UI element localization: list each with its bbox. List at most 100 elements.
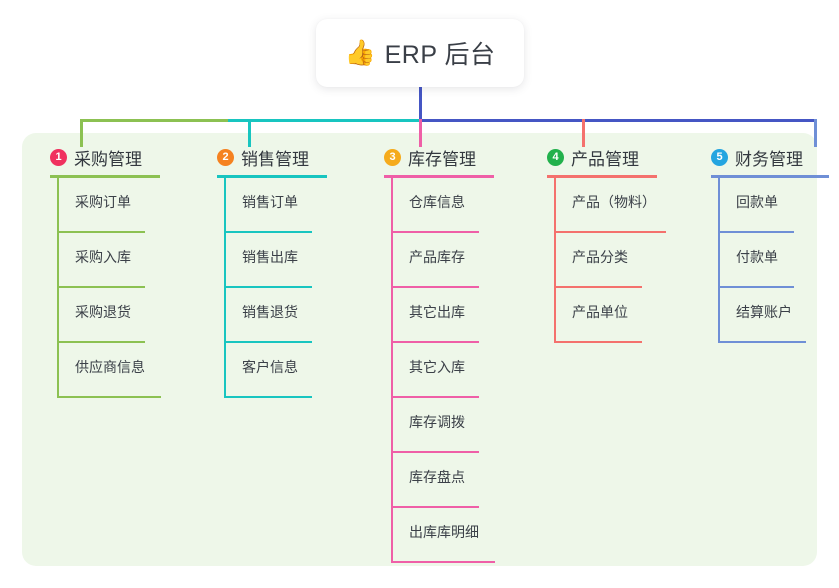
branch-item-label: 销售退货: [242, 304, 298, 320]
branch-item[interactable]: 产品分类: [554, 233, 657, 288]
branches-panel: [22, 133, 817, 566]
branch-item[interactable]: 产品（物料）: [554, 178, 666, 233]
branch-items: 采购订单采购入库采购退货供应商信息: [57, 178, 161, 398]
branch-item-rule: [391, 451, 479, 453]
branch-column-5[interactable]: 5 财务管理回款单付款单结算账户: [697, 145, 829, 343]
branch-item[interactable]: 销售出库: [224, 233, 327, 288]
branch-items: 回款单付款单结算账户: [718, 178, 829, 343]
branch-item-label: 库存盘点: [409, 469, 465, 485]
branch-item[interactable]: 采购订单: [57, 178, 160, 233]
branch-item-label: 客户信息: [242, 359, 298, 375]
branch-item-label: 回款单: [736, 194, 778, 210]
branch-index-badge: 2: [217, 148, 234, 166]
branch-item-rule: [718, 341, 806, 343]
branch-spine: [554, 178, 556, 343]
branch-column-2[interactable]: 2 销售管理销售订单销售出库销售退货客户信息: [203, 145, 327, 398]
branch-title: 采购管理: [74, 149, 142, 169]
branch-item-label: 产品分类: [572, 249, 628, 265]
root-title: ERP 后台: [384, 41, 496, 69]
branch-item-label: 产品库存: [409, 249, 465, 265]
branch-item-rule: [391, 561, 495, 563]
branch-item[interactable]: 出库库明细: [391, 508, 495, 563]
branch-item[interactable]: 销售订单: [224, 178, 327, 233]
connector-drop: [419, 119, 422, 147]
branch-item-rule: [391, 506, 479, 508]
branch-items: 产品（物料） 产品分类产品单位: [554, 178, 666, 343]
branch-item-rule: [554, 286, 642, 288]
branch-item-label: 出库库明细: [409, 524, 479, 540]
branch-item[interactable]: 库存调拨: [391, 398, 494, 453]
branch-item[interactable]: 采购入库: [57, 233, 160, 288]
branch-item-rule: [57, 231, 145, 233]
branch-item[interactable]: 其它出库: [391, 288, 494, 343]
branch-header-rule: [217, 175, 327, 178]
branch-item-rule: [718, 286, 794, 288]
branch-item[interactable]: 销售退货: [224, 288, 327, 343]
branch-index-badge: 5: [711, 148, 728, 166]
branch-item-label: 产品（物料）: [572, 194, 656, 210]
branch-item-label: 采购订单: [75, 194, 131, 210]
branch-index-badge: 3: [384, 148, 401, 166]
branch-item[interactable]: 库存盘点: [391, 453, 494, 508]
branch-item-rule: [224, 231, 312, 233]
branch-item-label: 付款单: [736, 249, 778, 265]
branch-spine: [391, 178, 393, 563]
branch-item-rule: [391, 341, 479, 343]
branch-item-rule: [554, 231, 666, 233]
branch-title: 销售管理: [241, 149, 309, 169]
branch-item-label: 销售出库: [242, 249, 298, 265]
connector-bus-segment: [228, 119, 420, 122]
branch-item[interactable]: 客户信息: [224, 343, 327, 398]
branch-item-label: 其它入库: [409, 359, 465, 375]
connector-bus-segment: [80, 119, 228, 122]
branch-item-rule: [57, 286, 145, 288]
branch-item-rule: [57, 396, 161, 398]
branch-item-label: 产品单位: [572, 304, 628, 320]
connector-drop: [582, 119, 585, 147]
branch-item[interactable]: 供应商信息: [57, 343, 161, 398]
branch-item-rule: [391, 396, 479, 398]
branch-item-label: 库存调拨: [409, 414, 465, 430]
branch-title: 产品管理: [571, 149, 639, 169]
branch-item-label: 结算账户: [736, 304, 792, 320]
branch-item-label: 供应商信息: [75, 359, 145, 375]
branch-item[interactable]: 回款单: [718, 178, 829, 233]
branch-item-rule: [224, 286, 312, 288]
root-node[interactable]: 👍 ERP 后台: [316, 19, 524, 87]
branch-column-3[interactable]: 3 库存管理仓库信息产品库存其它出库其它入库库存调拨库存盘点出库库明细: [370, 145, 495, 563]
branch-item-rule: [57, 341, 145, 343]
branch-item[interactable]: 采购退货: [57, 288, 160, 343]
branch-item-label: 采购入库: [75, 249, 131, 265]
branch-header[interactable]: 3 库存管理: [370, 145, 494, 169]
branch-item[interactable]: 结算账户: [718, 288, 829, 343]
branch-title: 财务管理: [735, 149, 803, 169]
branch-item-rule: [718, 231, 794, 233]
branch-item-rule: [224, 396, 312, 398]
branch-item-rule: [224, 341, 312, 343]
branch-item[interactable]: 产品单位: [554, 288, 657, 343]
connector-drop: [248, 119, 251, 147]
branch-spine: [57, 178, 59, 398]
branch-item-rule: [554, 341, 642, 343]
branch-item[interactable]: 其它入库: [391, 343, 494, 398]
branch-item[interactable]: 仓库信息: [391, 178, 494, 233]
branch-item-label: 仓库信息: [409, 194, 465, 210]
thumbs-up-icon: 👍: [344, 38, 376, 67]
connector-bus-segment: [420, 119, 817, 122]
branch-header-rule: [50, 175, 160, 178]
branch-spine: [718, 178, 720, 343]
branch-item[interactable]: 付款单: [718, 233, 829, 288]
branch-header[interactable]: 5 财务管理: [697, 145, 829, 169]
branch-items: 销售订单销售出库销售退货客户信息: [224, 178, 327, 398]
branch-header-rule: [547, 175, 657, 178]
branch-header-rule: [384, 175, 494, 178]
branch-item-rule: [391, 286, 479, 288]
branch-header-rule: [711, 175, 829, 178]
branch-title: 库存管理: [408, 149, 476, 169]
branch-item[interactable]: 产品库存: [391, 233, 494, 288]
branch-header[interactable]: 2 销售管理: [203, 145, 327, 169]
